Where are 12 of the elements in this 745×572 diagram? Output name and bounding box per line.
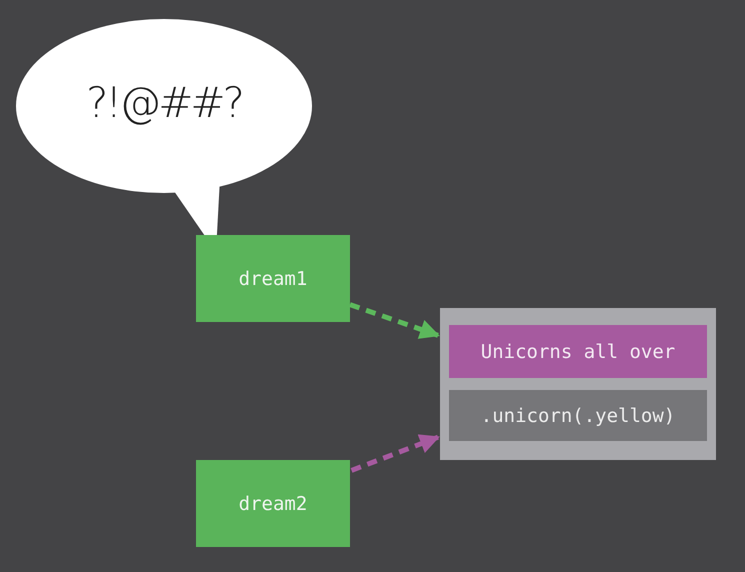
dashed-arrow bbox=[350, 434, 440, 473]
dashed-arrow bbox=[349, 302, 440, 339]
node-label: dream2 bbox=[238, 492, 308, 514]
method-box bbox=[449, 325, 707, 378]
node-label: .unicorn(.yellow) bbox=[480, 404, 676, 426]
method-box bbox=[449, 390, 707, 441]
node-label: dream1 bbox=[238, 268, 308, 290]
exclamation-text: ?!@##? bbox=[86, 78, 242, 126]
process-box bbox=[196, 460, 350, 547]
node-label: Unicorns all over bbox=[480, 340, 676, 362]
group-box bbox=[440, 308, 716, 460]
process-box bbox=[196, 235, 350, 322]
